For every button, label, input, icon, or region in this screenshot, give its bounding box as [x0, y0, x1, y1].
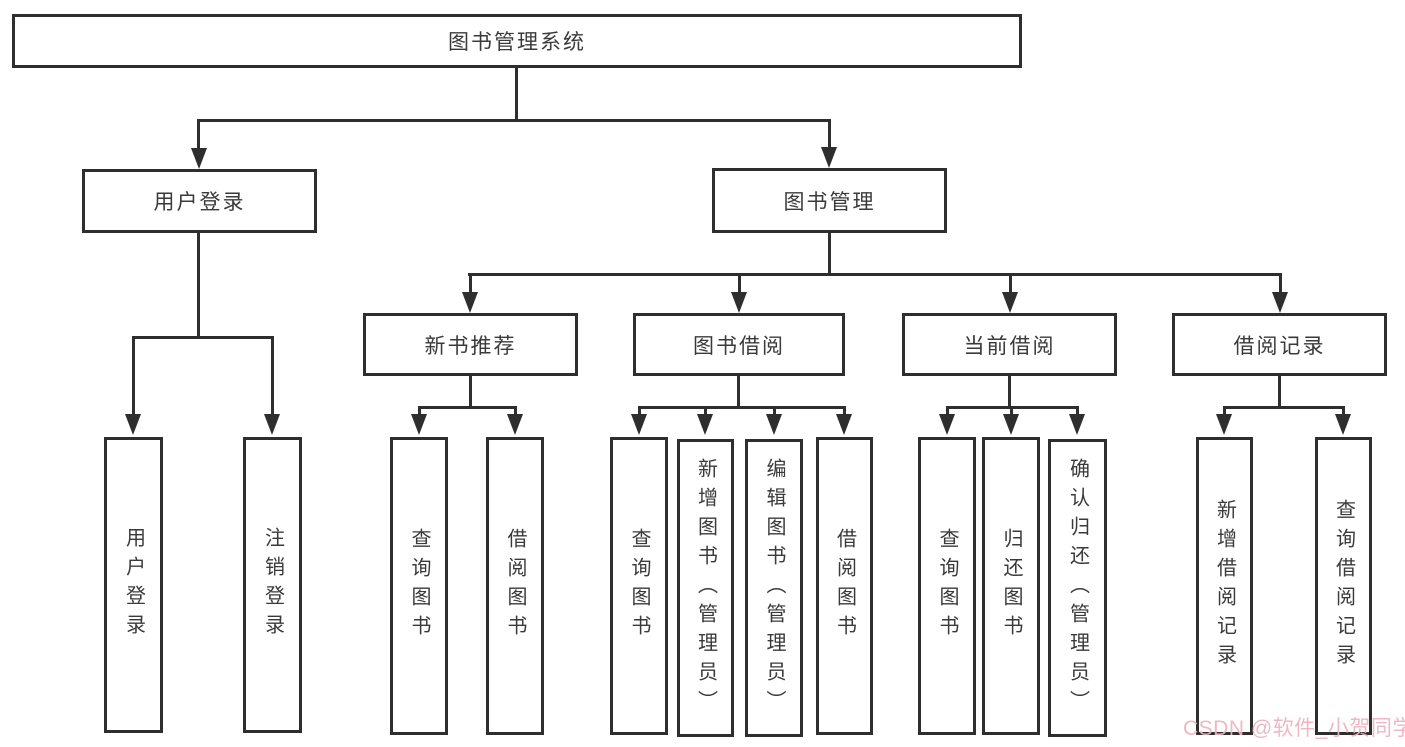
connector-line: [843, 406, 846, 416]
arrow-down-icon: [731, 292, 747, 313]
node-new-book-recommendation: 新书推荐: [363, 313, 578, 376]
connector-line: [515, 67, 518, 119]
connector-line: [738, 273, 741, 295]
connector-line: [271, 336, 274, 416]
leaf-label: 注销登录: [261, 527, 284, 643]
connector-line: [514, 406, 517, 416]
connector-line: [1279, 273, 1282, 295]
csdn-watermark: CSDN @软件_小贺同学: [1183, 717, 1405, 740]
connector-line: [197, 233, 200, 336]
connector-line: [1008, 376, 1011, 407]
connector-line: [704, 406, 707, 416]
connector-line: [946, 406, 949, 416]
arrow-down-icon: [939, 414, 955, 435]
leaf-query-book: 查询图书: [918, 437, 976, 735]
arrow-down-icon: [766, 414, 782, 435]
connector-line: [418, 406, 421, 416]
leaf-label: 用户登录: [122, 527, 145, 643]
leaf-label: 借阅图书: [504, 528, 526, 644]
connector-line: [638, 406, 641, 416]
connector-line: [737, 376, 740, 407]
arrow-down-icon: [264, 414, 280, 435]
arrow-down-icon: [191, 148, 207, 169]
arrow-down-icon: [631, 414, 647, 435]
arrow-down-icon: [411, 414, 427, 435]
leaf-user-login: 用户登录: [104, 437, 163, 733]
leaf-label: 编辑图书（管理员）: [763, 457, 785, 719]
arrow-down-icon: [125, 414, 141, 435]
connector-line: [469, 376, 472, 407]
leaf-query-book: 查询图书: [390, 437, 448, 735]
connector-line: [469, 273, 472, 295]
connector-line: [1076, 406, 1079, 416]
connector-line: [1223, 406, 1345, 409]
connector-line: [197, 119, 831, 122]
connector-line: [773, 406, 776, 416]
node-borrowing-records: 借阅记录: [1172, 313, 1387, 376]
node-current-borrowing: 当前借阅: [902, 313, 1117, 376]
leaf-query-borrow-record: 查询借阅记录: [1315, 437, 1372, 735]
leaf-add-book-admin: 新增图书（管理员）: [677, 439, 734, 737]
arrow-down-icon: [1003, 414, 1019, 435]
node-user-login: 用户登录: [82, 169, 317, 233]
leaf-label: 查询图书: [628, 528, 650, 644]
connector-line: [828, 119, 831, 151]
connector-line: [638, 406, 846, 409]
arrow-down-icon: [821, 147, 837, 168]
connector-line: [1010, 406, 1013, 416]
connector-line: [828, 233, 831, 273]
connector-line: [1009, 273, 1012, 295]
connector-line: [1342, 406, 1345, 416]
leaf-query-book: 查询图书: [610, 437, 668, 735]
node-library-management-system: 图书管理系统: [12, 14, 1022, 68]
leaf-label: 借阅图书: [833, 528, 856, 644]
connector-line: [132, 336, 274, 339]
arrow-down-icon: [1002, 292, 1018, 313]
connector-line: [132, 336, 135, 416]
leaf-label: 查询图书: [408, 528, 430, 644]
connector-line: [197, 119, 200, 151]
leaf-label: 查询借阅记录: [1332, 499, 1355, 673]
connector-line: [1223, 406, 1226, 416]
leaf-label: 查询图书: [936, 528, 958, 644]
connector-line: [418, 406, 517, 409]
arrow-down-icon: [1069, 414, 1085, 435]
leaf-logout: 注销登录: [243, 437, 302, 733]
leaf-add-borrow-record: 新增借阅记录: [1196, 437, 1253, 735]
leaf-label: 确认归还（管理员）: [1066, 457, 1089, 719]
leaf-edit-book-admin: 编辑图书（管理员）: [745, 439, 803, 737]
arrow-down-icon: [507, 414, 523, 435]
arrow-down-icon: [1216, 414, 1232, 435]
node-book-borrowing: 图书借阅: [633, 313, 845, 376]
leaf-confirm-return-admin: 确认归还（管理员）: [1048, 439, 1107, 737]
connector-line: [1278, 376, 1281, 407]
node-book-management: 图书管理: [712, 168, 947, 233]
arrow-down-icon: [1272, 292, 1288, 313]
arrow-down-icon: [697, 414, 713, 435]
leaf-borrow-book: 借阅图书: [816, 437, 873, 735]
connector-line: [468, 273, 1282, 276]
leaf-label: 新增图书（管理员）: [694, 457, 717, 719]
leaf-label: 新增借阅记录: [1213, 499, 1236, 673]
leaf-label: 归还图书: [1000, 528, 1022, 644]
leaf-return-book: 归还图书: [982, 437, 1040, 735]
arrow-down-icon: [836, 414, 852, 435]
arrow-down-icon: [462, 292, 478, 313]
arrow-down-icon: [1335, 414, 1351, 435]
leaf-borrow-book: 借阅图书: [486, 437, 544, 735]
